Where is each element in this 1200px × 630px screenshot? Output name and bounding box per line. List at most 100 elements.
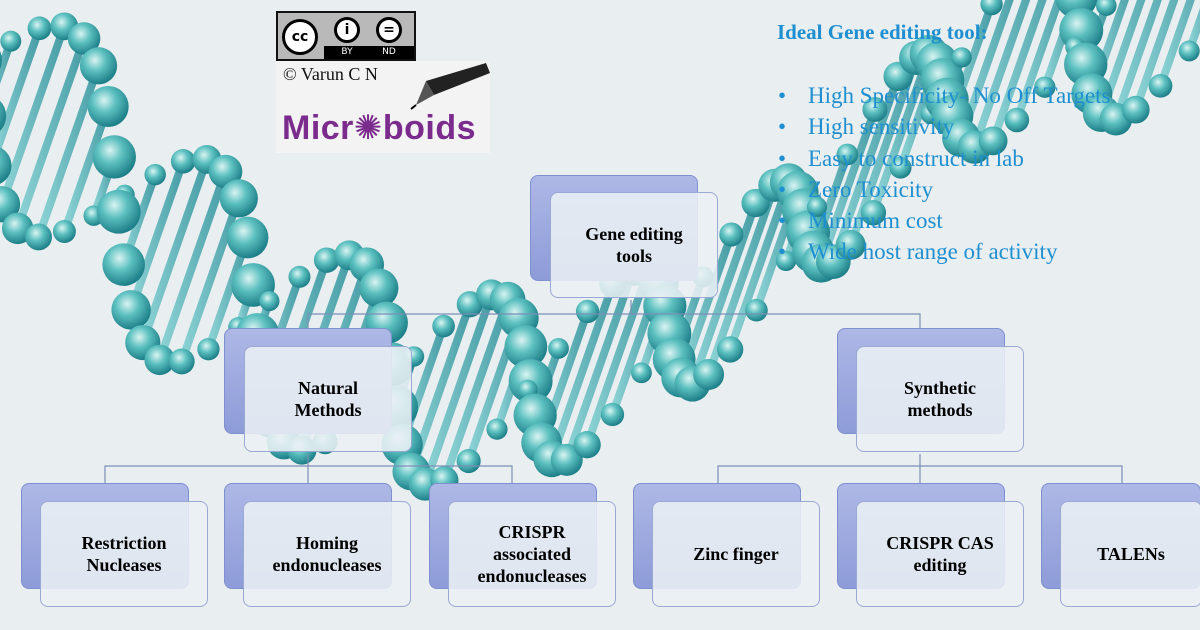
node-label: Zinc finger — [652, 501, 820, 607]
helix-bead — [0, 50, 2, 70]
helix-bead — [226, 216, 269, 259]
helix-rung — [1185, 7, 1200, 55]
helix-rung — [583, 265, 653, 449]
helix-rung — [1097, 0, 1146, 118]
helix-rung — [869, 50, 933, 217]
helix-bead — [1148, 73, 1173, 98]
helix-bead — [259, 290, 280, 312]
helix-rung — [829, 72, 903, 266]
helix-rung — [562, 265, 638, 464]
nd-label: ND — [382, 47, 396, 57]
helix-bead — [573, 431, 601, 459]
helix-bead — [775, 250, 797, 272]
microboids-logo: Micr✺boids — [282, 109, 477, 147]
helix-rung — [1156, 0, 1195, 90]
helix-rung — [440, 295, 512, 485]
helix-bead — [1095, 0, 1117, 16]
helix-bead — [92, 135, 136, 179]
helix-bead — [719, 222, 744, 247]
helix-bead — [102, 243, 145, 286]
node-label: Gene editing tools — [550, 192, 718, 298]
helix-rung — [1111, 0, 1162, 124]
helix-rung — [155, 167, 230, 364]
helix-rung — [60, 102, 113, 236]
helix-rung — [34, 61, 103, 241]
helix-rung — [989, 0, 1047, 145]
node-label: CRISPR CAS editing — [856, 501, 1024, 607]
helix-bead — [550, 443, 583, 476]
helix-bead — [52, 220, 76, 243]
list-item: •High sensitivity — [778, 114, 955, 140]
helix-rung — [1012, 0, 1064, 124]
list-item: •High Specificity- No Off Targets — [778, 83, 1111, 108]
helix-bead — [96, 189, 141, 234]
helix-bead — [980, 0, 1003, 16]
cc-icon: cc — [282, 19, 318, 55]
helix-bead — [575, 299, 600, 324]
helix-bead — [835, 229, 866, 260]
helix-bead — [0, 100, 7, 131]
helix-bead — [25, 223, 53, 251]
helix-bead — [170, 149, 196, 174]
helix-rung — [817, 105, 879, 268]
helix-bead — [456, 448, 481, 474]
helix-rung — [547, 280, 617, 463]
helix-bead — [144, 344, 175, 376]
helix-bead — [1121, 95, 1150, 124]
helix-bead — [836, 143, 859, 166]
list-item: •Easy to construct in lab — [778, 145, 1024, 171]
helix-rung — [0, 37, 15, 85]
helix-rung — [688, 198, 760, 388]
helix-bead — [1034, 76, 1056, 98]
helix-bead — [144, 163, 166, 186]
helix-bead — [862, 96, 888, 122]
helix-bead — [504, 325, 548, 369]
helix-bead — [548, 337, 569, 359]
helix-bead — [978, 126, 1008, 156]
helix-bead — [1178, 40, 1200, 62]
helix-bead — [951, 47, 972, 68]
helix-bead — [359, 268, 399, 308]
node-label: CRISPR associated endonucleases — [448, 501, 616, 607]
list-item: •Minimum cost — [778, 208, 943, 234]
helix-bead — [716, 336, 744, 363]
helix-rung — [1131, 0, 1179, 114]
logo-area — [276, 61, 490, 153]
helix-bead — [27, 16, 52, 41]
helix-bead — [111, 290, 151, 330]
helix-bead — [432, 314, 455, 338]
helix-rung — [726, 178, 793, 354]
copyright-credit: © Varun C N — [283, 64, 378, 84]
helix-rung — [0, 24, 44, 154]
node-label: TALENs — [1060, 501, 1200, 607]
helix-bead — [168, 348, 195, 375]
helix-bead — [313, 247, 340, 273]
list-item: •Wide host range of activity — [778, 239, 1058, 265]
helix-bead — [67, 22, 101, 55]
helix-bead — [860, 200, 887, 226]
helix-rung — [970, 0, 1031, 151]
cc-license-badge[interactable]: cc i = BY ND — [276, 11, 416, 61]
helix-bead — [197, 338, 220, 361]
helix-bead — [631, 362, 652, 384]
node-label: Synthetic methods — [856, 346, 1024, 452]
helix-rung — [138, 155, 211, 347]
helix-rung — [13, 34, 89, 233]
helix-rung — [0, 22, 69, 209]
helix-rung — [177, 194, 243, 366]
helix-bead — [0, 30, 22, 52]
helix-bead — [600, 402, 625, 427]
helix-bead — [0, 147, 12, 184]
helix-bead — [806, 196, 828, 217]
by-icon: i — [334, 17, 360, 43]
ideal-tool-title: Ideal Gene editing tool: — [777, 20, 988, 44]
helix-bead — [693, 359, 725, 390]
by-label: BY — [341, 47, 353, 57]
nd-icon: = — [376, 17, 402, 43]
node-label: Natural Methods — [244, 346, 412, 452]
list-item: •Zero Toxicity — [778, 176, 934, 202]
helix-bead — [79, 47, 118, 85]
node-label: Homing endonucleases — [243, 501, 411, 607]
helix-bead — [486, 418, 508, 440]
